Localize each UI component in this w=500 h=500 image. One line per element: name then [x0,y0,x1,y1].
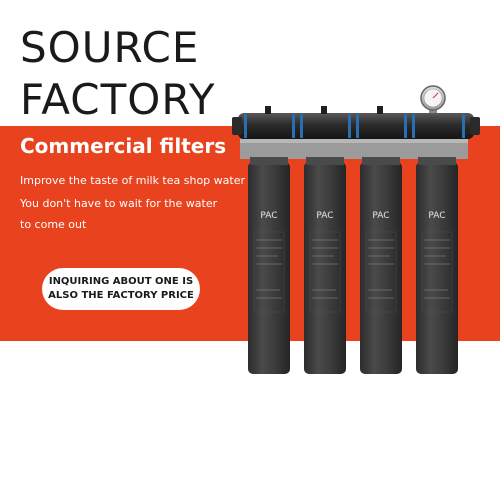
filter-canister-2 [304,157,346,374]
filter-canister-4 [416,157,458,374]
filter-label-2: PAC [316,211,333,221]
cta-line-1: INQUIRING ABOUT ONE IS [48,276,194,287]
headline-line-1: SOURCE [20,23,200,72]
description-line-2: You don't have to wait for the water [20,197,218,210]
filter-canister-1 [248,157,290,374]
factory-price-button[interactable]: INQUIRING ABOUT ONE IS ALSO THE FACTORY … [42,268,200,310]
cta-line-2: ALSO THE FACTORY PRICE [48,290,194,301]
headline-line-2: FACTORY [20,75,216,124]
description-line-3: to come out [20,218,87,231]
filter-label-1: PAC [260,211,277,221]
subtitle: Commercial filters [20,134,227,158]
filter-label-4: PAC [428,211,445,221]
manifold-pipe [232,106,480,139]
mounting-bracket [240,139,468,159]
canister-print-lines [256,239,450,299]
description-line-1: Improve the taste of milk tea shop water [20,174,246,187]
pressure-gauge-icon [420,85,446,120]
filter-label-3: PAC [372,211,389,221]
filter-canister-3 [360,157,402,374]
